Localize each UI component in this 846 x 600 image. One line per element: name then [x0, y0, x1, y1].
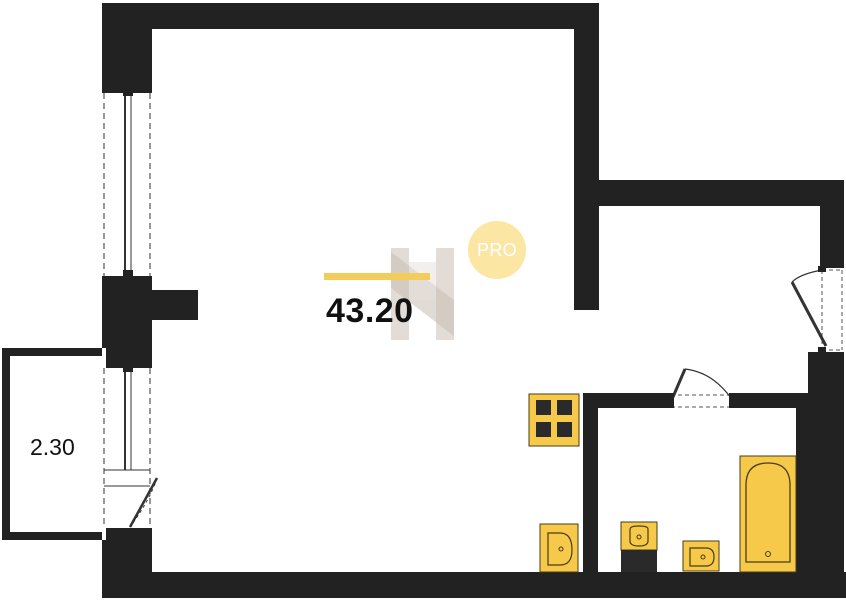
wall-stub [150, 290, 198, 320]
main-room-area-label: 43.20 [326, 292, 414, 330]
balcony-area-label: 2.30 [30, 434, 75, 460]
wall-bath-top-left [583, 393, 671, 408]
door-balcony [128, 477, 159, 528]
toilet-icon [620, 521, 658, 572]
window-upper [103, 90, 151, 276]
bathroom-sink-icon [682, 540, 720, 572]
wall-bottom [102, 572, 846, 598]
wall-right-upper [820, 180, 844, 268]
doors [128, 266, 843, 528]
accent-line [324, 273, 430, 280]
window-balcony-door [103, 366, 151, 528]
wall-bath-top-right [734, 393, 814, 408]
door-entrance [790, 266, 843, 353]
wall-hall-top [574, 180, 844, 206]
door-bathroom [668, 368, 735, 408]
wall-bath-right [796, 393, 808, 573]
windows [103, 90, 151, 528]
walls [102, 3, 846, 598]
wall-left-middle [102, 276, 152, 368]
balcony-floor [10, 356, 102, 532]
balcony [2, 348, 106, 540]
kitchen-sink-icon [539, 523, 579, 573]
wall-left-upper [102, 3, 152, 93]
wall-bath-left [583, 393, 598, 598]
stove-icon [528, 393, 580, 447]
wall-top [102, 3, 599, 29]
pro-badge: PRO [468, 221, 526, 279]
bathtub-icon [739, 455, 797, 573]
wall-partition-main [574, 3, 599, 310]
wall-right-lower [808, 352, 844, 598]
